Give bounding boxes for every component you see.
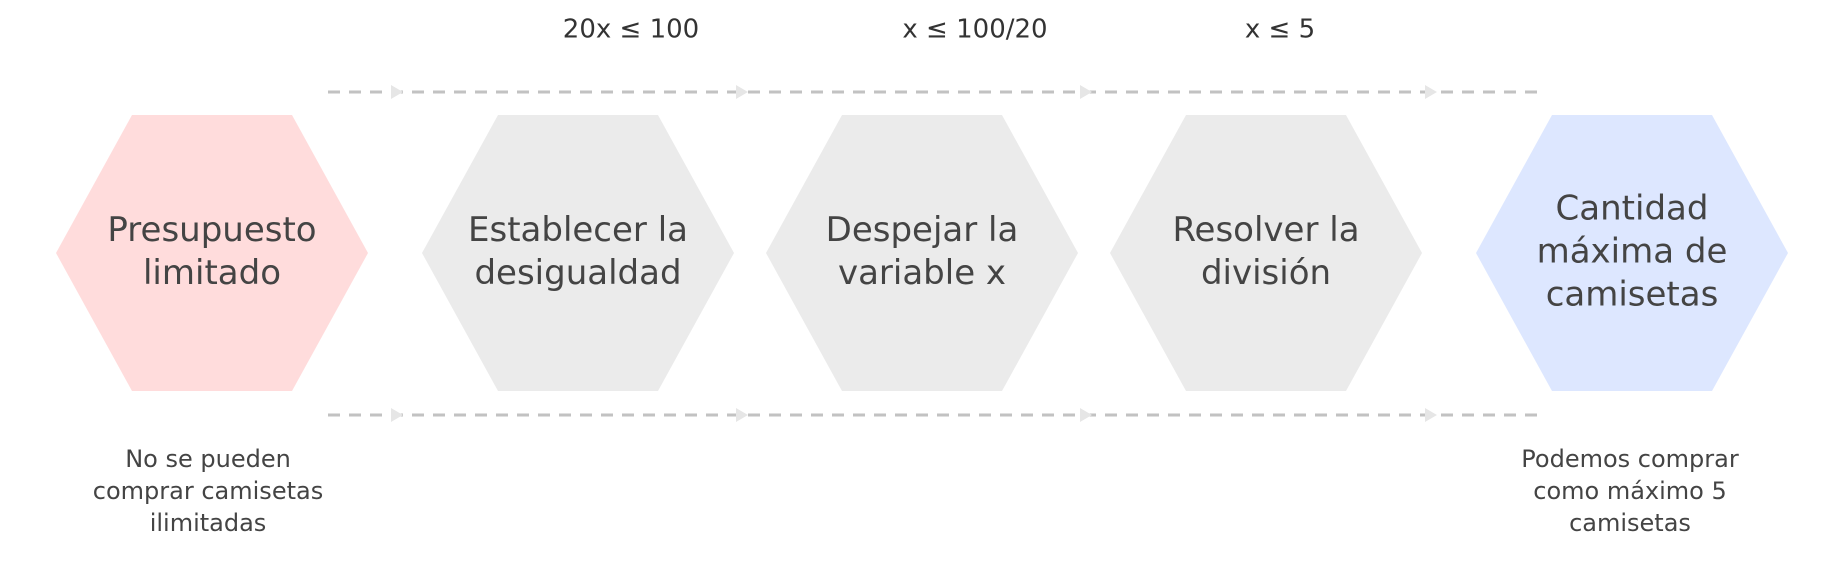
step-hexagon [766, 115, 1078, 391]
formula-label: x ≤ 5 [1245, 15, 1315, 45]
note-line: Podemos comprar [1521, 445, 1739, 473]
step-label: variable x [838, 253, 1006, 293]
connector-lines [328, 85, 1540, 422]
formula-label: 20x ≤ 100 [563, 15, 699, 45]
step-label: Establecer la [468, 210, 688, 250]
note-line: como máximo 5 [1533, 477, 1727, 505]
note-end: Podemos comprar como máximo 5 camisetas [1521, 445, 1739, 537]
step-label: división [1201, 253, 1331, 293]
formula-label: x ≤ 100/20 [902, 15, 1047, 45]
step-hexagon [1476, 115, 1788, 391]
step-label: máxima de [1537, 232, 1728, 272]
note-line: camisetas [1569, 509, 1691, 537]
note-start: No se pueden comprar camisetas ilimitadas [93, 445, 323, 537]
connector-arrowhead [736, 408, 748, 422]
step-hexagon [56, 115, 368, 391]
step-hexagon [1110, 115, 1422, 391]
note-line: ilimitadas [150, 509, 267, 537]
step-label: desigualdad [474, 253, 681, 293]
step-label: limitado [143, 253, 281, 293]
step-label: Resolver la [1172, 210, 1359, 250]
connector-arrowhead [736, 85, 748, 99]
note-line: No se pueden [125, 445, 291, 473]
connector-arrowhead [1425, 85, 1437, 99]
note-line: comprar camisetas [93, 477, 323, 505]
step-label: Cantidad [1556, 189, 1709, 229]
formula-labels: 20x ≤ 100 x ≤ 100/20 x ≤ 5 [563, 15, 1315, 45]
step-label: Presupuesto [107, 210, 316, 250]
side-notes: No se pueden comprar camisetas ilimitadas P… [93, 445, 1739, 537]
step-hexagon [422, 115, 734, 391]
connector-arrowhead [1425, 408, 1437, 422]
step-label: Despejar la [826, 210, 1019, 250]
connector-arrowhead [391, 408, 403, 422]
connector-arrowhead [391, 85, 403, 99]
connector-arrowhead [1080, 85, 1092, 99]
step-label: camisetas [1546, 275, 1719, 315]
connector-arrowhead [1080, 408, 1092, 422]
